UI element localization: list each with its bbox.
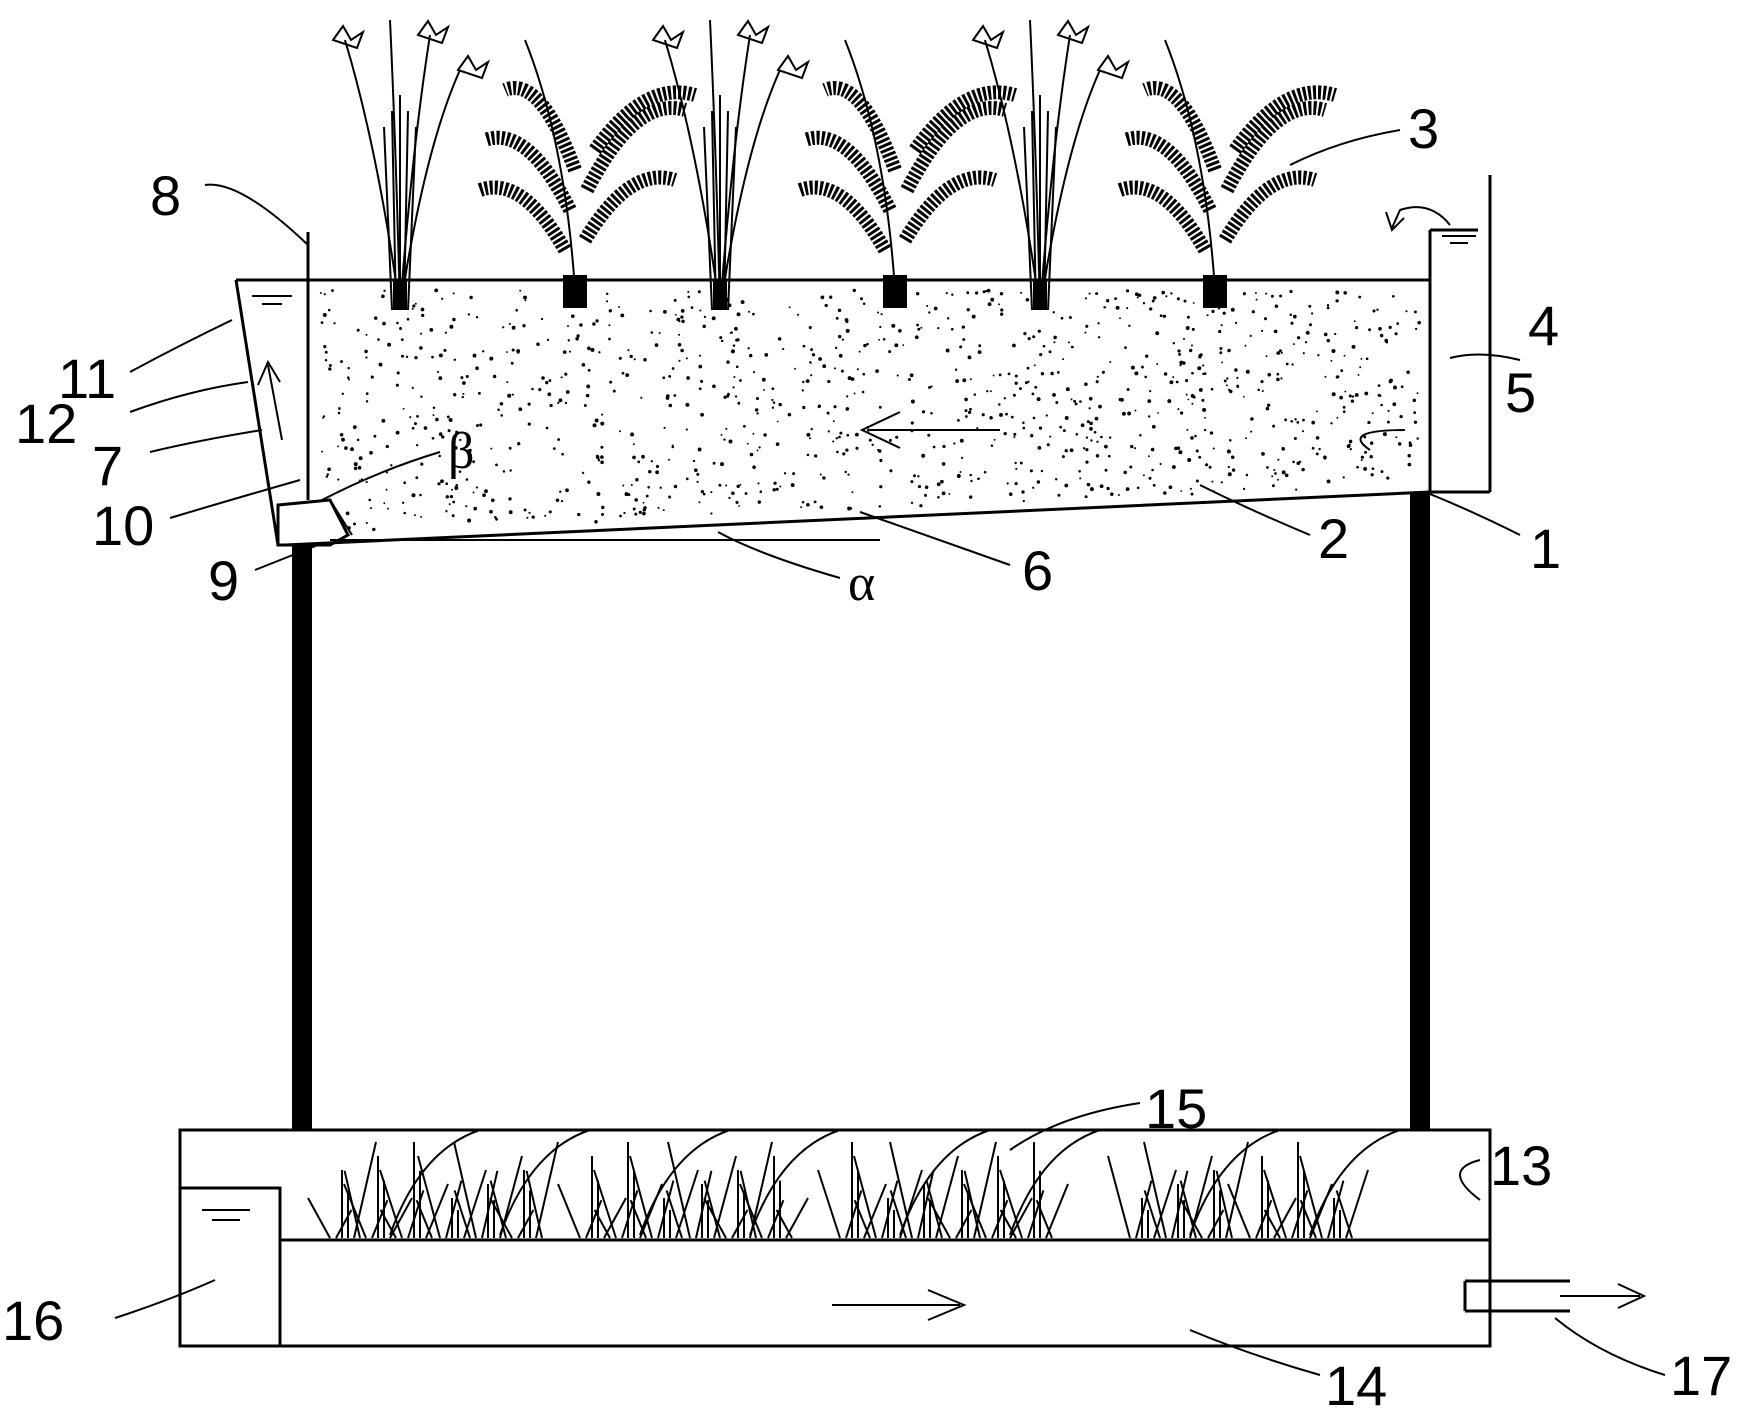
filter-media [319, 288, 1421, 532]
label-2: 2 [1318, 507, 1349, 570]
support-column-left [292, 545, 312, 1130]
label-6: 6 [1022, 539, 1053, 602]
label-10: 10 [92, 494, 154, 557]
label-17: 17 [1670, 1344, 1732, 1407]
part-labels: 8 11 12 7 10 9 β α 6 2 1 5 4 3 15 13 16 … [2, 97, 1732, 1416]
label-12: 12 [15, 392, 77, 455]
label-4: 4 [1528, 294, 1559, 357]
baffle-9 [276, 498, 350, 547]
label-beta: β [448, 423, 474, 480]
label-5: 5 [1505, 361, 1536, 424]
label-alpha: α [848, 555, 875, 612]
sloped-bottom [284, 490, 1431, 547]
label-9: 9 [208, 549, 239, 612]
label-7: 7 [92, 434, 123, 497]
label-14: 14 [1325, 1354, 1387, 1416]
lower-tank [178, 1128, 1647, 1348]
upper-bed [234, 175, 1492, 547]
leader-lines [114, 129, 1666, 1376]
support-column-right [1410, 492, 1430, 1130]
label-11: 11 [58, 347, 116, 410]
emergent-plants [331, 19, 1338, 311]
label-13: 13 [1490, 1134, 1552, 1197]
label-1: 1 [1530, 517, 1561, 580]
label-3: 3 [1408, 97, 1439, 160]
submerged-plants [307, 1129, 1401, 1239]
label-16: 16 [2, 1289, 64, 1352]
label-8: 8 [150, 164, 181, 227]
label-15: 15 [1145, 1077, 1207, 1140]
